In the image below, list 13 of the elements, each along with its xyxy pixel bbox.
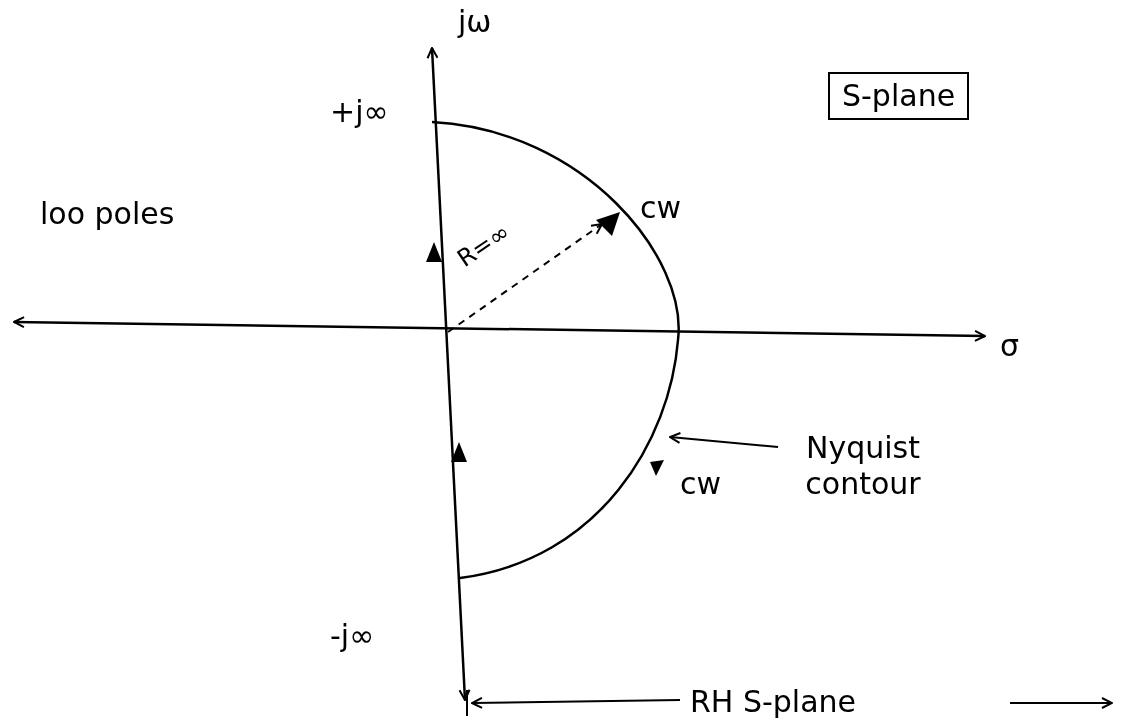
nyquist-contour xyxy=(431,120,680,580)
callout-text: Nyquist contour xyxy=(778,430,948,502)
label-box: S-plane xyxy=(828,72,970,120)
leader-line xyxy=(669,431,779,448)
direction-label: cw xyxy=(640,190,682,226)
direction-label: cw xyxy=(680,466,722,502)
radius-label: R=∞ xyxy=(451,216,516,275)
axis-label: σ xyxy=(1000,328,1019,364)
dimension-label: RH S-plane xyxy=(690,684,857,720)
note-text: loo poles xyxy=(40,196,175,232)
axis-label: +j∞ xyxy=(330,94,389,130)
axis-label: -j∞ xyxy=(330,618,375,654)
axis-label: jω xyxy=(458,4,492,40)
